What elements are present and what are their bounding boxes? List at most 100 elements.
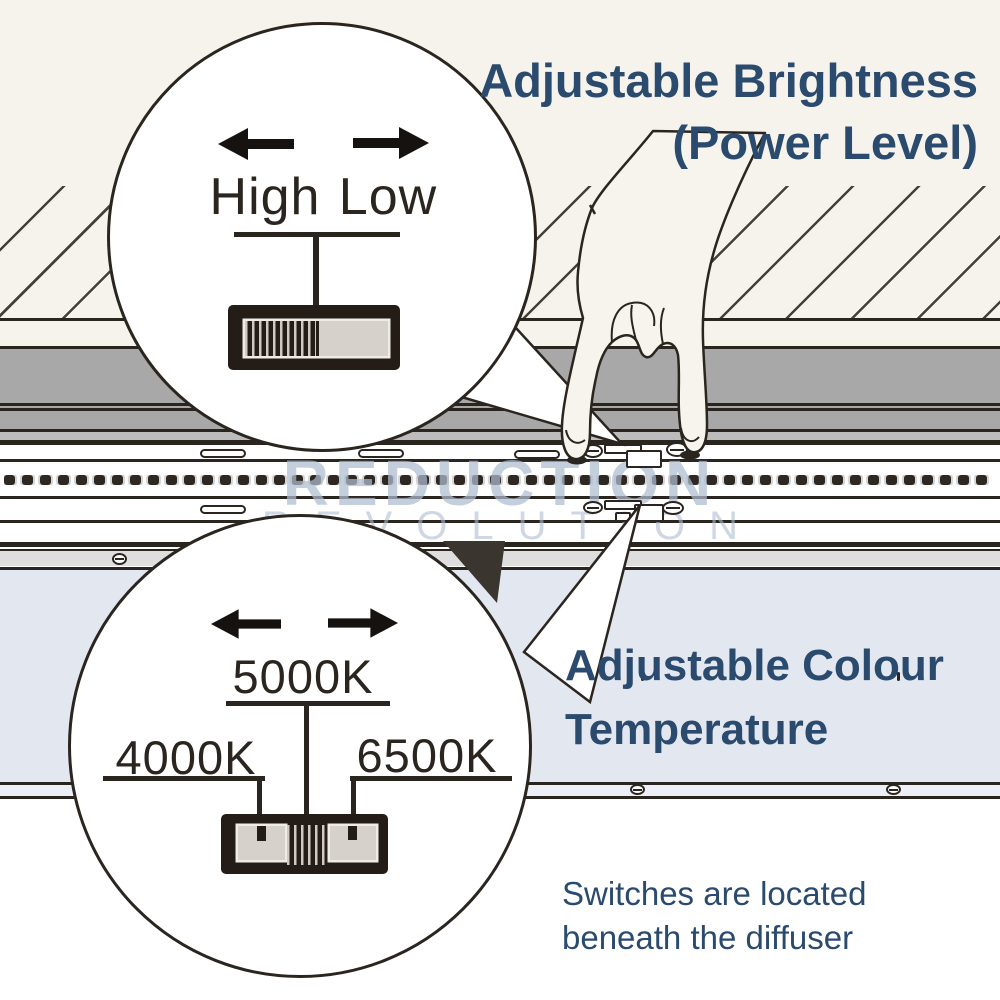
bracket-stem	[313, 232, 319, 308]
led-dash	[778, 475, 789, 485]
colour-switch-tab	[615, 512, 631, 522]
led-dash	[688, 475, 699, 485]
led-dash	[400, 475, 411, 485]
colour-callout-bubble: 5000K 4000K 6500K	[68, 514, 532, 978]
led-dash	[886, 475, 897, 485]
arrow-left-icon	[211, 609, 281, 639]
housing-groove-line	[0, 403, 1000, 406]
note-line2: beneath the diffuser	[562, 919, 854, 956]
led-dash	[328, 475, 339, 485]
led-dash	[814, 475, 825, 485]
option-4000k-label: 4000K	[115, 731, 257, 784]
led-dash	[616, 475, 627, 485]
switch-slider-knob	[245, 321, 319, 356]
brightness-slide-switch	[228, 305, 400, 370]
screw-icon	[112, 553, 127, 565]
seam-mark	[897, 672, 900, 681]
led-dash	[364, 475, 375, 485]
led-dash	[652, 475, 663, 485]
stem-5000k	[304, 701, 309, 814]
tray-line	[0, 496, 1000, 499]
high-option-label: High	[209, 168, 321, 226]
colour-slide-switch	[221, 814, 388, 874]
led-dash	[76, 475, 87, 485]
screw-icon	[662, 501, 684, 515]
screw-icon	[630, 784, 645, 795]
underline-4000k	[103, 776, 265, 781]
led-dash	[22, 475, 33, 485]
arrow-right-icon	[328, 608, 398, 638]
watermark-line2: REVOLUTION	[261, 504, 763, 548]
led-dash	[850, 475, 861, 485]
brightness-switch-slider	[626, 450, 662, 468]
led-dash	[220, 475, 231, 485]
led-dash	[184, 475, 195, 485]
led-dash	[976, 475, 987, 485]
seam-mark	[641, 672, 644, 681]
switch-slot-left	[238, 826, 285, 860]
led-dash	[922, 475, 933, 485]
elbow-4000k	[257, 776, 262, 817]
led-dash	[904, 475, 915, 485]
arrow-left-icon	[218, 128, 294, 160]
option-6500k-label: 6500K	[356, 729, 498, 782]
led-dash	[580, 475, 591, 485]
screw-icon	[666, 442, 688, 457]
brightness-title-line2: (Power Level)	[672, 116, 978, 169]
led-dash	[724, 475, 735, 485]
led-dash	[418, 475, 429, 485]
rail-clip	[358, 449, 404, 458]
slot-notch	[348, 826, 357, 840]
led-dash	[58, 475, 69, 485]
led-dash	[832, 475, 843, 485]
screw-icon	[583, 444, 603, 458]
led-dash	[4, 475, 15, 485]
led-dash	[112, 475, 123, 485]
led-dash	[274, 475, 285, 485]
led-dash	[598, 475, 609, 485]
led-dash	[454, 475, 465, 485]
led-dash	[310, 475, 321, 485]
rail-clip	[200, 449, 246, 458]
slot-notch	[257, 826, 266, 841]
led-dash	[490, 475, 501, 485]
led-dash	[256, 475, 267, 485]
led-dash	[130, 475, 141, 485]
arrow-right-icon	[353, 127, 429, 159]
underline-6500k	[350, 776, 512, 781]
led-dash	[958, 475, 969, 485]
screw-icon	[886, 784, 901, 795]
led-dash	[472, 475, 483, 485]
colour-title-line2: Temperature	[565, 705, 829, 754]
led-dash	[526, 475, 537, 485]
led-dash	[562, 475, 573, 485]
elbow-6500k	[351, 776, 356, 817]
housing-groove-line	[0, 408, 1000, 411]
led-dash	[202, 475, 213, 485]
option-5000k-label: 5000K	[232, 650, 374, 703]
led-dash	[166, 475, 177, 485]
led-dash	[94, 475, 105, 485]
diffuser-rail	[0, 551, 1000, 566]
tray-line	[0, 520, 1000, 523]
low-option-label: Low	[338, 168, 438, 226]
rail-clip	[514, 450, 560, 459]
led-dash	[706, 475, 717, 485]
led-dash	[382, 475, 393, 485]
led-dash	[346, 475, 357, 485]
led-dash	[634, 475, 645, 485]
switch-slot	[245, 321, 388, 356]
colour-switch-slider	[634, 504, 664, 522]
led-dash	[760, 475, 771, 485]
colour-title: Adjustable Colour Temperature	[565, 634, 944, 762]
switch-location-note: Switches are located beneath the diffuse…	[562, 872, 867, 960]
led-dash	[292, 475, 303, 485]
led-dash	[940, 475, 951, 485]
led-dash	[148, 475, 159, 485]
led-dash	[238, 475, 249, 485]
tray-line	[0, 459, 1000, 462]
switch-slider-knob	[287, 825, 326, 865]
screw-icon	[583, 501, 603, 514]
led-dash	[40, 475, 51, 485]
